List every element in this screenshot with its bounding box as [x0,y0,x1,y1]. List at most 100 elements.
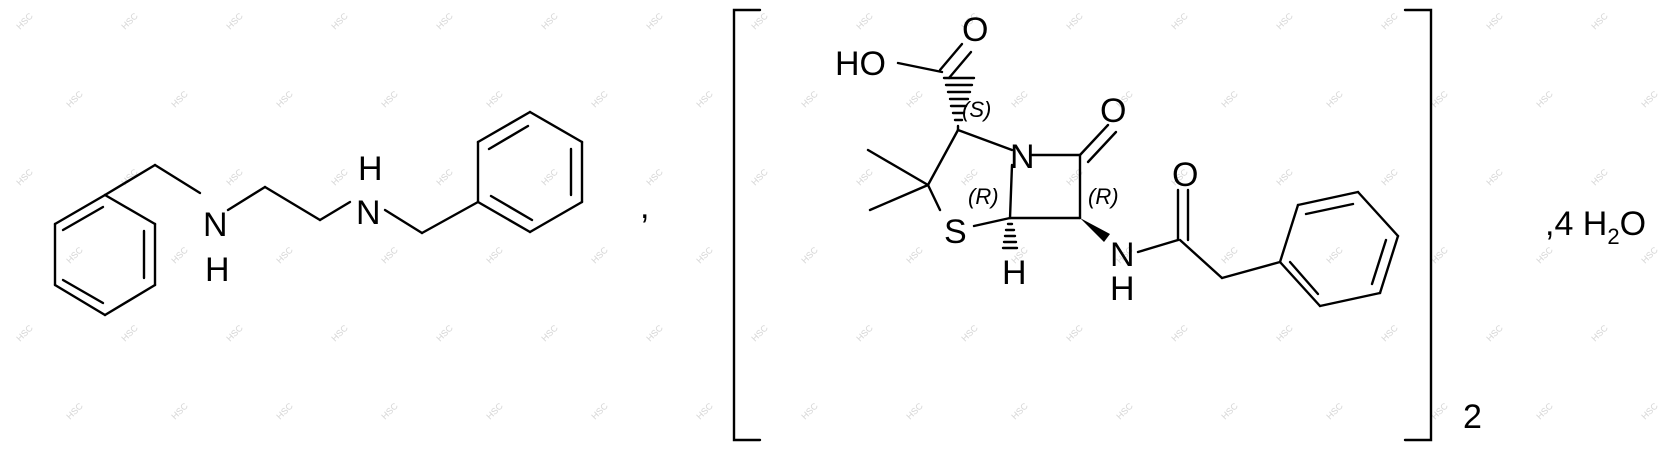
bond-ch2-ring2 [420,200,480,235]
watermark-text: HSC [539,323,560,344]
bond-s-c5 [972,216,1012,228]
separator-comma: , [640,188,649,226]
hydrate-label: ,4 H2O [1545,205,1646,249]
bond-ch2-n2 [318,200,352,222]
bond-ch2-n1 [153,163,202,195]
watermark-text: HSC [14,167,35,188]
wedge-bond-c6-nh [1080,218,1110,242]
watermark-text: HSC [749,323,770,344]
watermark-text: HSC [1064,167,1085,188]
watermark-text: HSC [1009,89,1030,110]
amine-n-1: N [203,206,228,244]
watermark-text: HSC [589,89,610,110]
bond-c7-o-b [1086,130,1118,164]
right-phenyl-ring [476,110,584,234]
bond-benzyl-ch2-1 [103,163,157,197]
amide-oxygen-label: O [1172,156,1198,194]
left-phenyl-ring [53,193,157,317]
watermark-text: HSC [959,323,980,344]
watermark-text: HSC [1064,11,1085,32]
left-bracket [732,8,762,442]
watermark-text: HSC [1169,11,1190,32]
bridge-hydrogen-label: H [1002,254,1027,292]
watermark-text: HSC [1324,401,1345,422]
watermark-text: HSC [274,245,295,266]
watermark-text: HSC [799,245,820,266]
amine-h-1: H [205,251,230,289]
watermark-text: HSC [1379,323,1400,344]
watermark-text: HSC [1274,323,1295,344]
watermark-text: HSC [854,11,875,32]
ring-nitrogen-label: N [1010,138,1035,176]
bond-co-ch2 [1178,238,1224,280]
watermark-text: HSC [169,401,190,422]
sulfur-label: S [944,213,967,251]
watermark-text: HSC [799,89,820,110]
watermark-text: HSC [274,401,295,422]
stereo-descriptor-r-c6: (R) [1088,184,1119,209]
hydrate-prefix: ,4 H [1545,205,1607,243]
hydrate-subscript: 2 [1607,224,1619,249]
watermark-text: HSC [1639,245,1660,266]
bond-c3-c2 [926,128,960,187]
bond-c5-n [1008,163,1014,220]
bond-ch2-phenyl [1220,260,1282,280]
watermark-text: HSC [14,11,35,32]
watermark-text: HSC [1534,89,1555,110]
bond-c-o-double-b [947,50,973,80]
lactam-oxygen-label: O [1100,92,1126,130]
watermark-text: HSC [1169,323,1190,344]
watermark-text: HSC [854,323,875,344]
amide-hydrogen-label: H [1110,270,1135,308]
hydroxyl-label: HO [835,45,886,83]
watermark-text: HSC [274,89,295,110]
watermark-text: HSC [694,89,715,110]
watermark-text: HSC [539,167,560,188]
watermark-text: HSC [1219,401,1240,422]
watermark-text: HSC [1324,89,1345,110]
watermark-text: HSC [589,245,610,266]
bond-c-oh [896,61,944,74]
watermark-text: HSC [694,401,715,422]
watermark-text: HSC [434,323,455,344]
watermark-text: HSC [224,11,245,32]
watermark-text: HSC [589,401,610,422]
watermark-text: HSC [169,89,190,110]
watermark-text: HSC [1429,89,1450,110]
watermark-text: HSC [854,167,875,188]
watermark-text: HSC [1064,323,1085,344]
watermark-text: HSC [64,245,85,266]
watermark-text: HSC [1429,245,1450,266]
watermark-text: HSC [14,323,35,344]
watermark-text: HSC [224,167,245,188]
hashed-bond-c5-h [1001,222,1019,250]
bond-c-o-double-a [938,42,964,72]
watermark-text: HSC [379,401,400,422]
watermark-text: HSC [1589,323,1610,344]
watermark-text: HSC [434,11,455,32]
watermark-text: HSC [1639,89,1660,110]
watermark-text: HSC [329,323,350,344]
watermark-text: HSC [64,401,85,422]
watermark-text: HSC [904,401,925,422]
benzylpenicillin: HO O O N S H O N H (S) (R) (R) [835,11,1400,308]
bond-n2-ch2 [383,208,424,235]
bond-c2-methyl-1 [866,148,930,187]
watermark-text: HSC [539,11,560,32]
watermark-text: HSC [1324,245,1345,266]
watermark-text: HSC [169,245,190,266]
watermark-text: HSC [1219,89,1240,110]
bond-ethylene [263,185,322,222]
right-bracket [1403,8,1433,442]
watermark-text: HSC [1534,245,1555,266]
watermark-text: HSC [379,245,400,266]
watermark-text: HSC [1114,401,1135,422]
watermark-text: HSC [644,323,665,344]
watermark-text: HSC [224,323,245,344]
bond-c7-o-a [1078,123,1110,157]
watermark-text: HSC [119,323,140,344]
hydrate-suffix: O [1620,205,1646,243]
watermark-text: HSC [1379,11,1400,32]
watermark-text: HSC [1009,401,1030,422]
